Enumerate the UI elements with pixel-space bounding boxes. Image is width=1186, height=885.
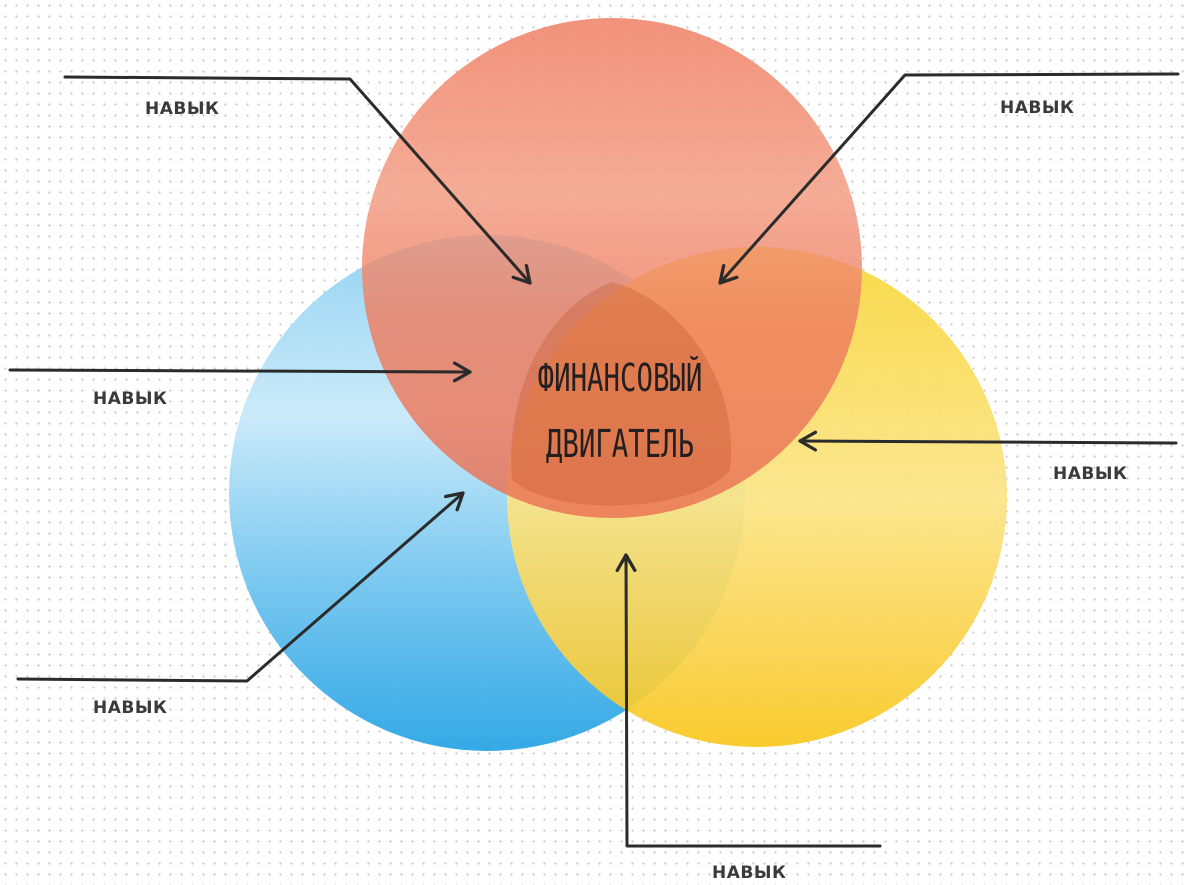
connector-lines bbox=[8, 72, 1180, 848]
arrow-top-right bbox=[718, 72, 1180, 285]
center-title-line1: ФИНАНСОВЫЙ bbox=[537, 356, 703, 400]
arrow-mid-left bbox=[8, 361, 472, 383]
center-overlap bbox=[511, 282, 732, 506]
skill-label-bottom: НАВЫК bbox=[712, 863, 787, 883]
skill-label-top-left: НАВЫК bbox=[145, 99, 220, 119]
center-title: ФИНАНСОВЫЙ ДВИГАТЕЛЬ bbox=[512, 345, 728, 477]
skill-label-mid-right: НАВЫК bbox=[1053, 464, 1128, 484]
skill-label-mid-left: НАВЫК bbox=[93, 389, 168, 409]
arrow-top-left bbox=[63, 75, 532, 285]
arrow-bottom bbox=[615, 553, 882, 848]
arrow-mid-right bbox=[798, 430, 1178, 452]
skill-label-bottom-left: НАВЫК bbox=[93, 698, 168, 718]
center-title-line2: ДВИГАТЕЛЬ bbox=[545, 422, 695, 466]
circle-red bbox=[362, 18, 862, 518]
arrow-bottom-left bbox=[16, 491, 465, 683]
skill-label-top-right: НАВЫК bbox=[1000, 98, 1075, 118]
